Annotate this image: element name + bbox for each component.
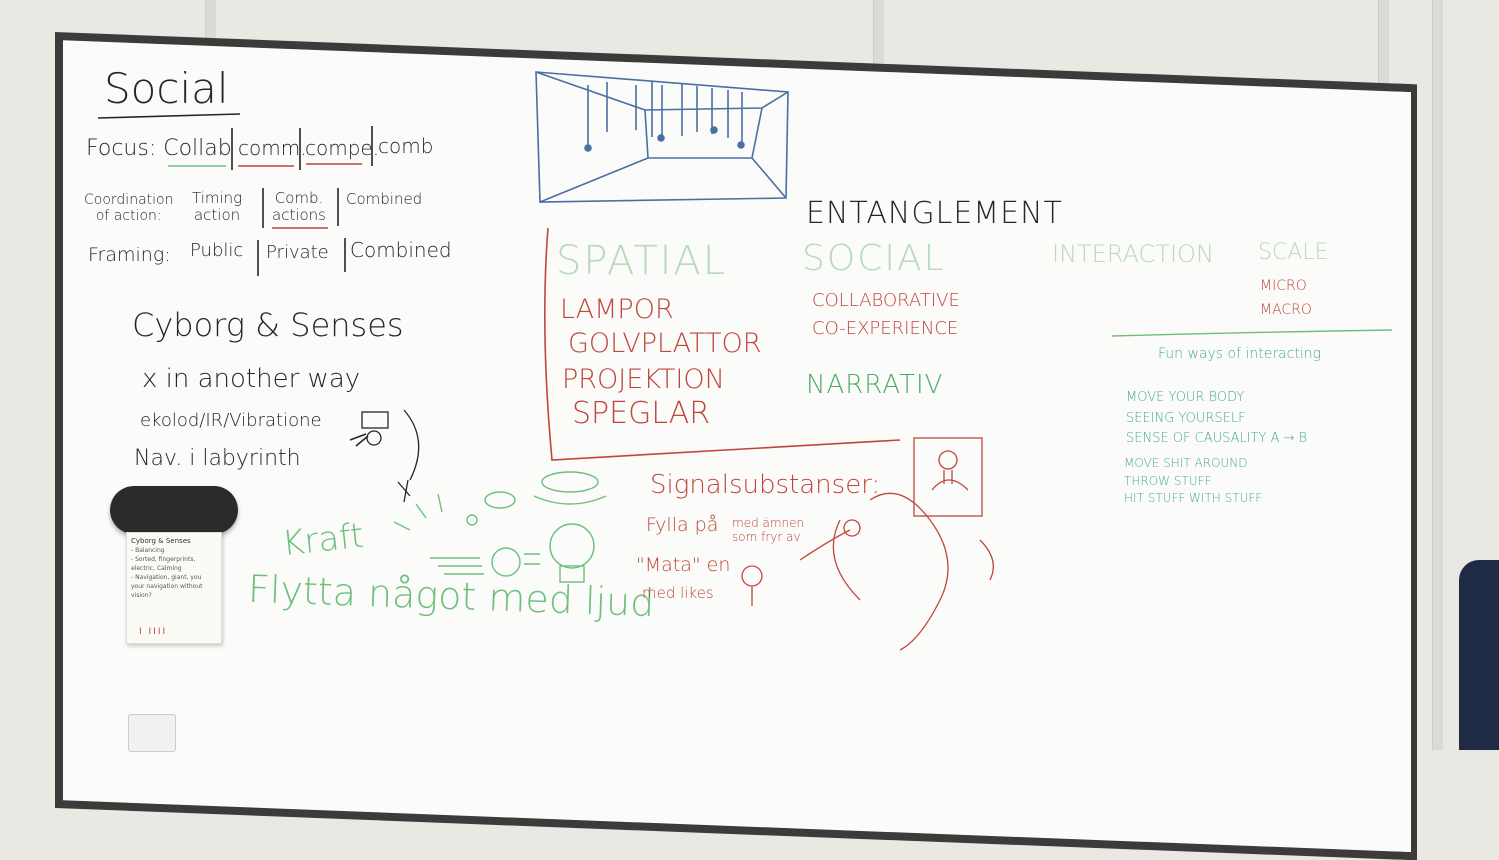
narrativ: NARRATIV [806,370,944,400]
social-title: Social [104,64,229,113]
header-spatial: SPATIAL [556,238,728,284]
coordination-combined: Combined [346,190,423,208]
board-magnet[interactable] [110,486,238,534]
scale-micro: MICRO [1260,278,1307,294]
spatial-item: GOLVPLATTOR [568,328,762,359]
green-note-kraft: Kraft [280,515,366,565]
fun-way-item: MOVE YOUR BODY [1126,390,1245,405]
spatial-item: PROJEKTION [562,364,725,395]
sticky-note: Cyborg & Senses - Balancing - Sorted, fi… [126,532,222,644]
sticky-note-line: your navigation without [131,583,203,590]
sticky-note-line: vision? [131,592,152,599]
signal-line: "Mata" en [636,554,731,576]
fun-way-item: SENSE OF CAUSALITY A → B [1126,431,1308,446]
sticky-note-line: - Navigation, giant, you [131,574,202,581]
signal-title: Signalsubstanser: [650,470,881,500]
header-scale: SCALE [1258,240,1329,265]
fun-way-item: HIT STUFF WITH STUFF [1124,491,1263,505]
header-social: SOCIAL [802,238,946,279]
signal-line: med ämnen som fryr av [732,516,805,544]
coordination-label: Coordination of action: [84,192,174,224]
cyborg-line: Nav. i labyrinth [134,446,301,471]
coordination-comb-actions: Comb. actions [272,189,326,224]
fun-way-item: SEEING YOURSELF [1126,411,1246,426]
person-arm [1459,560,1499,750]
coordination-timing: Timing action [192,189,243,224]
fun-ways-title: Fun ways of interacting [1158,346,1322,362]
focus-label: Focus: Collab [86,136,232,161]
scale-macro: MACRO [1260,302,1312,318]
framing-label: Framing: [88,244,171,266]
entanglement-title: ENTANGLEMENT [806,196,1063,231]
spatial-item: SPEGLAR [572,396,711,431]
framing-combined: Combined [350,238,452,262]
framing-public: Public [190,240,244,261]
wall-seam [1432,0,1443,750]
social-item: CO-EXPERIENCE [812,318,959,339]
fun-way-item: MOVE SHIT AROUND [1124,456,1248,470]
whiteboard-eraser[interactable] [128,714,176,752]
signal-line: med likes [642,584,714,602]
focus-compe: compe. [305,136,380,160]
signal-line: Fylla på [646,514,719,536]
sticky-note-title: Cyborg & Senses [131,537,191,545]
cyborg-line: ekolod/IR/Vibratione [140,410,322,431]
cyborg-line: x in another way [142,364,361,394]
fun-way-item: THROW STUFF [1124,474,1212,488]
tally-marks: I IIII [139,627,168,637]
spatial-item: LAMPOR [560,294,674,325]
social-item: COLLABORATIVE [812,290,960,311]
sticky-note-line: electric, Calming [131,565,182,572]
focus-comm: comm. [238,136,307,160]
header-interaction: INTERACTION [1052,240,1214,268]
cyborg-title: Cyborg & Senses [132,306,404,344]
framing-private: Private [266,242,329,263]
sticky-note-line: - Sorted, fingerprints, [131,556,196,563]
sticky-note-line: - Balancing [131,547,165,554]
focus-comb: comb [378,134,434,158]
